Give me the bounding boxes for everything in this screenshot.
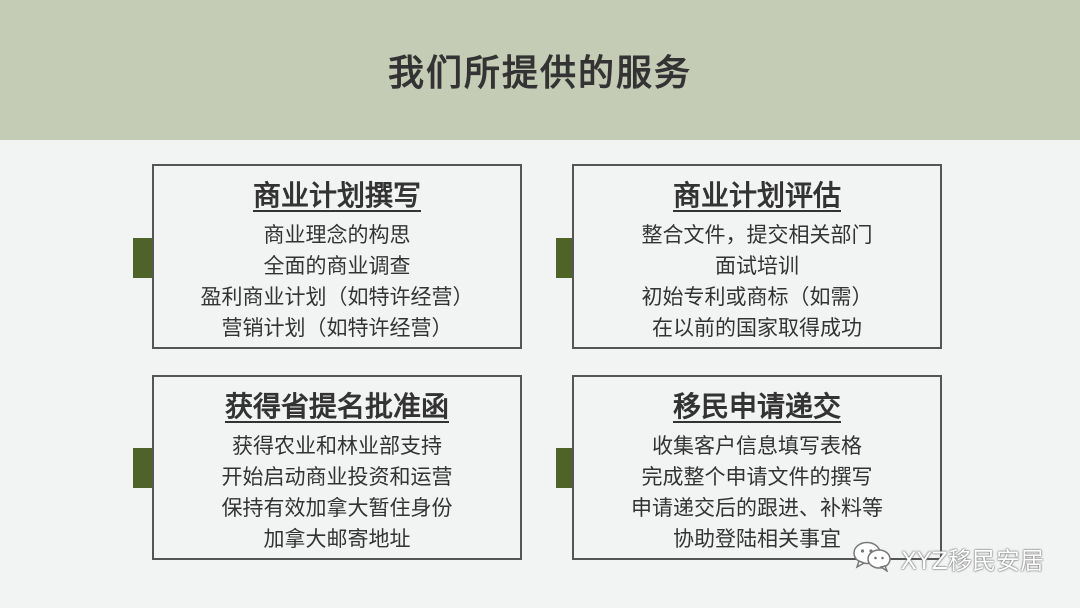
page-title: 我们所提供的服务 (387, 53, 692, 94)
service-card-business-plan-writing: 商业计划撰写 商业理念的构思 全面的商业调查 盈利商业计划（如特许经营） 营销计… (152, 164, 522, 349)
list-item: 整合文件，提交相关部门 (641, 223, 873, 247)
card-title: 获得省提名批准函 (224, 390, 449, 423)
header-banner: 我们所提供的服务 (0, 0, 1080, 140)
list-item: 加拿大邮寄地址 (263, 527, 411, 551)
watermark: XYZ移民安居 (852, 540, 1044, 576)
list-item: 在以前的国家取得成功 (652, 316, 862, 340)
card-title: 商业计划评估 (672, 179, 841, 212)
list-item: 获得农业和林业部支持 (232, 434, 442, 458)
list-item: 营销计划（如特许经营） (221, 316, 453, 340)
list-item: 初始专利或商标（如需） (641, 285, 873, 309)
list-item: 盈利商业计划（如特许经营） (200, 285, 474, 309)
card-item-list: 整合文件，提交相关部门 面试培训 初始专利或商标（如需） 在以前的国家取得成功 (574, 220, 940, 344)
service-card-immigration-application: 移民申请递交 收集客户信息填写表格 完成整个申请文件的撰写 申请递交后的跟进、补… (572, 375, 942, 560)
list-item: 开始启动商业投资和运营 (221, 465, 453, 489)
watermark-text: XYZ移民安居 (900, 546, 1044, 575)
list-item: 收集客户信息填写表格 (652, 434, 862, 458)
card-item-list: 获得农业和林业部支持 开始启动商业投资和运营 保持有效加拿大暂住身份 加拿大邮寄… (154, 431, 520, 555)
card-title: 移民申请递交 (672, 390, 841, 423)
card-title: 商业计划撰写 (252, 179, 421, 212)
list-item: 申请递交后的跟进、补料等 (631, 496, 883, 520)
list-item: 商业理念的构思 (263, 223, 411, 247)
card-item-list: 商业理念的构思 全面的商业调查 盈利商业计划（如特许经营） 营销计划（如特许经营… (154, 220, 520, 344)
card-item-list: 收集客户信息填写表格 完成整个申请文件的撰写 申请递交后的跟进、补料等 协助登陆… (574, 431, 940, 555)
list-item: 面试培训 (715, 254, 799, 278)
list-item: 保持有效加拿大暂住身份 (221, 496, 453, 520)
list-item: 协助登陆相关事宜 (673, 527, 841, 551)
wechat-icon (852, 540, 892, 576)
service-card-business-plan-evaluation: 商业计划评估 整合文件，提交相关部门 面试培训 初始专利或商标（如需） 在以前的… (572, 164, 942, 349)
list-item: 全面的商业调查 (263, 254, 411, 278)
list-item: 完成整个申请文件的撰写 (641, 465, 873, 489)
service-card-provincial-nomination: 获得省提名批准函 获得农业和林业部支持 开始启动商业投资和运营 保持有效加拿大暂… (152, 375, 522, 560)
